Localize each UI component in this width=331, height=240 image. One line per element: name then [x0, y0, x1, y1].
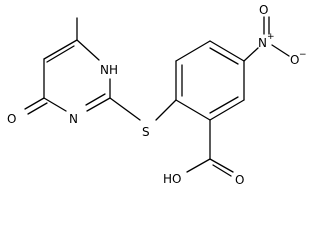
bond-n1-c6	[76, 39, 100, 61]
bond-ar-3	[209, 40, 245, 62]
bond-c-o-double-2	[212, 164, 232, 177]
charge-plus: +	[267, 32, 275, 42]
bond-ar-6	[175, 99, 211, 121]
bond-c4-o-double	[27, 102, 48, 115]
bond-n3-c2-double	[85, 93, 106, 106]
bond-ar-5-double	[209, 96, 239, 114]
atom-o-carbonyl: O	[235, 173, 244, 187]
bond-c2-s	[109, 97, 141, 121]
bond-n3-c2	[86, 97, 111, 112]
bond-ar-5	[209, 99, 245, 121]
atom-o-nitro-right: O	[290, 53, 299, 67]
bond-c6-c5-double	[46, 45, 75, 63]
atom-nh: NH	[100, 63, 118, 77]
bond-ar-2	[175, 40, 211, 62]
bond-n-o-right	[271, 44, 290, 57]
bond-ar-3-double	[209, 47, 239, 65]
bond-c4-n3	[43, 97, 67, 112]
atom-o-nitro-top: O	[259, 3, 268, 17]
molecular-structure-diagram: O NH N S N + O O − HO O	[7, 3, 307, 187]
atom-n-ring: N	[69, 112, 78, 126]
bond-c6-c5	[43, 39, 78, 60]
bond-c-nitro	[243, 47, 259, 62]
bond-c-o-double-1	[209, 158, 234, 173]
bond-c4-o	[24, 97, 45, 110]
atom-n-nitro: N	[258, 36, 267, 50]
bonds	[24, 16, 290, 177]
atom-s: S	[142, 125, 150, 139]
charge-minus: −	[299, 50, 307, 60]
atom-hydroxyl: HO	[163, 172, 181, 186]
bond-c-oh	[186, 158, 211, 173]
atom-labels: O NH N S N + O O − HO O	[7, 3, 307, 187]
atom-o-ring: O	[7, 112, 16, 126]
bond-s-c1	[155, 99, 177, 121]
